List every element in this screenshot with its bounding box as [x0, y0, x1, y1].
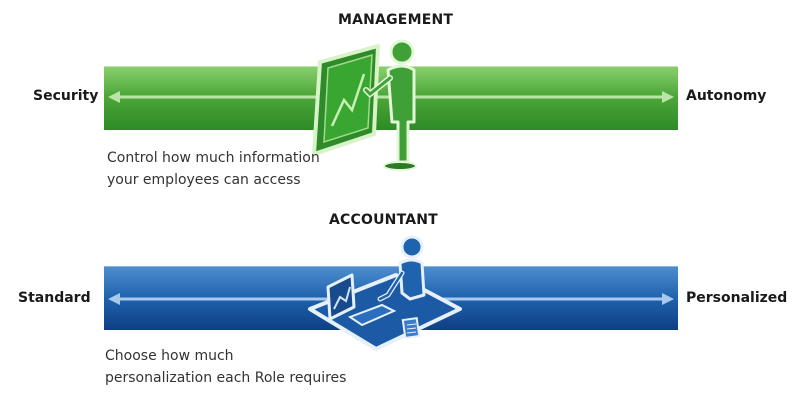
personalized-label: Personalized	[686, 290, 788, 306]
security-label: Security	[33, 88, 99, 104]
management-title: MANAGEMENT	[338, 12, 454, 28]
standard-label: Standard	[18, 290, 91, 306]
management-desc-line1: Control how much information	[107, 150, 320, 166]
accountant-desc-line1: Choose how much	[105, 348, 234, 364]
accountant-title: ACCOUNTANT	[329, 212, 438, 228]
presenter-at-board-icon	[312, 39, 417, 171]
autonomy-label: Autonomy	[686, 88, 767, 104]
management-desc-line2: your employees can access	[107, 172, 301, 188]
management-description: Control how much information your employ…	[107, 147, 320, 191]
accountant-description: Choose how much personalization each Rol…	[105, 345, 346, 389]
management-section: MANAGEMENT Security Autonomy Control how…	[33, 12, 767, 191]
person-at-desk-icon	[308, 235, 462, 351]
accountant-section: ACCOUNTANT Standard Personalized Choose …	[0, 200, 812, 393]
accountant-desc-line2: personalization each Role requires	[105, 370, 347, 386]
